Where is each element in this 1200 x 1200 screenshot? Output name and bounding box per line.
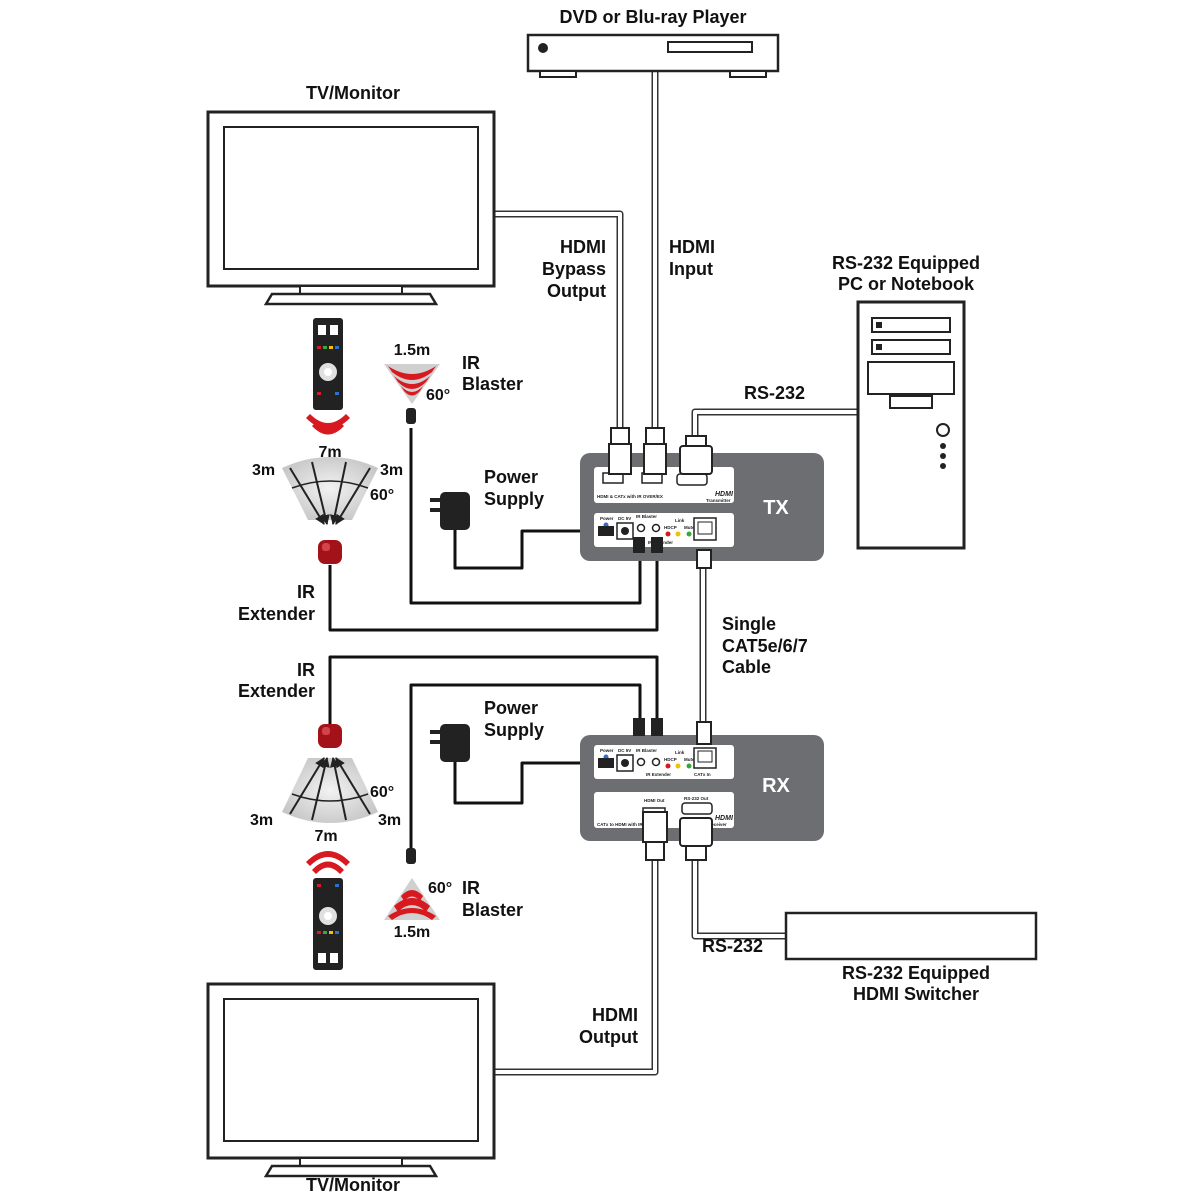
ir-blaster-bottom-label-2: Blaster <box>462 900 523 920</box>
hdmi-bypass-label-3: Output <box>547 281 606 301</box>
rx-label: RX <box>762 775 790 797</box>
ir-extender-top-label-2: Extender <box>238 604 315 624</box>
ir-blaster-bottom-head <box>406 848 416 864</box>
blaster-bottom-angle: 60° <box>428 880 452 897</box>
rx-rear-dc: DC 5V <box>618 748 631 753</box>
tx-rear-dc: DC 5V <box>618 516 631 521</box>
switcher-label-line1: RS-232 Equipped <box>842 963 990 983</box>
ir-blaster-top-head <box>406 408 416 424</box>
power-supply-top <box>430 492 470 530</box>
rx-rear-ir-blaster: IR Blaster <box>636 748 657 753</box>
extender-top-right: 3m <box>380 462 403 479</box>
ir-blaster-top-label-1: IR <box>462 353 480 373</box>
rx-front-rs232: RS-232 Out <box>684 796 709 801</box>
switcher-label-line2: HDMI Switcher <box>853 984 979 1004</box>
tv-top <box>206 110 496 306</box>
extender-bottom-right: 3m <box>378 812 401 829</box>
rs232-top-label: RS-232 <box>744 383 805 403</box>
rx-front-logo: HDMI <box>715 815 734 822</box>
hdmi-bypass-label-1: HDMI <box>560 237 606 257</box>
rx-front-sub: Receiver <box>708 822 727 827</box>
tx-front-logo: HDMI <box>715 491 734 498</box>
cat-label-3: Cable <box>722 657 771 677</box>
blaster-top-distance: 1.5m <box>394 342 430 359</box>
tx-unit: HDMI & CATx with IR OVER/EX HDMI Transmi… <box>580 453 824 561</box>
extender-bottom-fan <box>282 757 378 823</box>
rx-front-hdmi-out: HDMI Out <box>644 798 665 803</box>
pc-label-line2: PC or Notebook <box>838 274 975 294</box>
blaster-bottom-distance: 1.5m <box>394 924 430 941</box>
ir-extender-bottom-label-1: IR <box>297 660 315 680</box>
rx-rear-link: Link <box>675 750 685 755</box>
ir-extender-top-eye <box>318 540 342 564</box>
hdmi-input-label-1: HDMI <box>669 237 715 257</box>
remote-top <box>313 318 343 410</box>
tx-hdmi-plugs <box>598 427 713 569</box>
tx-rear-mute: Mute <box>684 525 695 530</box>
rx-rear-catx: CATx In <box>694 772 711 777</box>
rs232-bottom-cable <box>691 860 786 940</box>
ir-waves-top-remote <box>306 414 350 435</box>
hdmi-bypass-label-2: Bypass <box>542 259 606 279</box>
extender-top-fan <box>282 457 378 525</box>
tx-rear-hdcp: HDCP <box>664 525 677 530</box>
hdmi-output-cable <box>494 860 659 1076</box>
dvd-player <box>526 33 780 78</box>
rs232-bottom-label: RS-232 <box>702 936 763 956</box>
hdmi-input-label-2: Input <box>669 259 713 279</box>
rx-rear-hdcp: HDCP <box>664 757 677 762</box>
ir-waves-bottom-remote <box>306 851 350 874</box>
tx-rear-power: Power <box>600 516 614 521</box>
ir-extender-top-label-1: IR <box>297 582 315 602</box>
pc-tower <box>856 300 966 550</box>
tx-rear-link: Link <box>675 518 685 523</box>
hdmi-bypass-cable <box>494 210 624 440</box>
tv-top-label: TV/Monitor <box>306 83 400 103</box>
tx-front-sub: Transmitter <box>706 498 731 503</box>
power-supply-top-label-1: Power <box>484 467 538 487</box>
cat-label-1: Single <box>722 614 776 634</box>
ir-blaster-bottom-waves <box>384 878 440 920</box>
power-supply-bottom <box>430 724 470 762</box>
rx-front-model: CATx to HDMI with IR <box>597 822 643 827</box>
rx-rear-power: Power <box>600 748 614 753</box>
extender-top-angle: 60° <box>370 487 394 504</box>
tx-front-model: HDMI & CATx with IR OVER/EX <box>597 494 663 499</box>
hdmi-switcher <box>784 911 1038 961</box>
extender-top-center: 7m <box>318 444 341 461</box>
tv-bottom <box>206 982 496 1178</box>
ir-blaster-bottom-label-1: IR <box>462 878 480 898</box>
power-supply-bottom-label-2: Supply <box>484 720 544 740</box>
rx-rear-mute: Mute <box>684 757 695 762</box>
ir-extender-bottom-label-2: Extender <box>238 681 315 701</box>
extender-top-left: 3m <box>252 462 275 479</box>
ir-wires <box>328 428 659 855</box>
pc-label-line1: RS-232 Equipped <box>832 253 980 273</box>
rx-plugs <box>598 718 713 861</box>
tv-bottom-label: TV/Monitor <box>306 1175 400 1195</box>
power-supply-top-label-2: Supply <box>484 489 544 509</box>
rx-unit: Power DC 5V IR Blaster IR Extender HDCP … <box>580 735 824 841</box>
extender-bottom-center: 7m <box>314 828 337 845</box>
ir-blaster-top-label-2: Blaster <box>462 374 523 394</box>
ir-blaster-top-waves <box>384 364 440 404</box>
extender-bottom-left: 3m <box>250 812 273 829</box>
hdmi-output-label-2: Output <box>579 1027 638 1047</box>
cat-label-2: CAT5e/6/7 <box>722 636 808 656</box>
rx-rear-ir-extender: IR Extender <box>646 772 671 777</box>
power-supply-bottom-label-1: Power <box>484 698 538 718</box>
remote-bottom <box>313 878 343 970</box>
blaster-top-angle: 60° <box>426 387 450 404</box>
rs232-top-cable <box>691 408 858 440</box>
tx-label: TX <box>763 497 789 519</box>
hdmi-output-label-1: HDMI <box>592 1005 638 1025</box>
extender-bottom-angle: 60° <box>370 784 394 801</box>
dvd-player-label: DVD or Blu-ray Player <box>559 7 746 27</box>
ir-extender-bottom-eye <box>318 724 342 748</box>
tx-rear-ir-blaster: IR Blaster <box>636 514 657 519</box>
